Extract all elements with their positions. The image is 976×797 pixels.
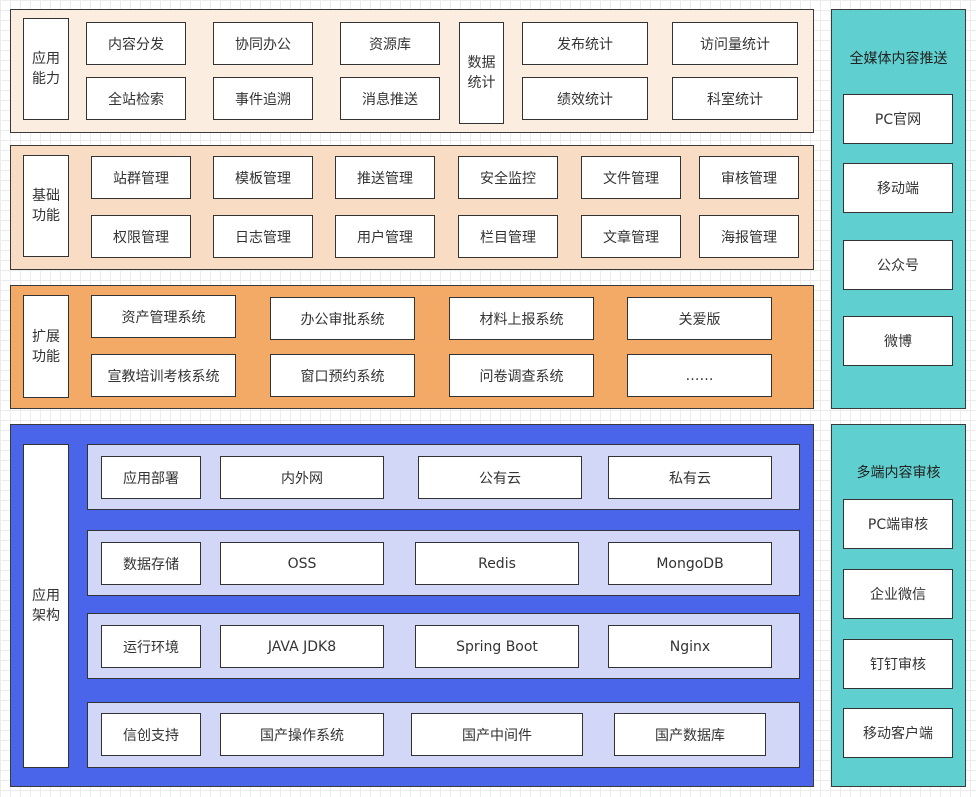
- arch-item: Nginx: [608, 625, 772, 668]
- push-item: 微博: [843, 316, 953, 366]
- architecture-label: 应用架构: [23, 444, 69, 768]
- arch-item: Spring Boot: [415, 625, 579, 668]
- basic-item: 文件管理: [581, 156, 681, 199]
- review-item: 移动客户端: [843, 708, 953, 758]
- app-item: 消息推送: [340, 77, 440, 120]
- arch-row-label: 应用部署: [101, 456, 201, 499]
- basic-item: 推送管理: [335, 156, 435, 199]
- ext-item: 窗口预约系统: [270, 354, 415, 397]
- basic-item: 日志管理: [213, 215, 313, 258]
- basic-item: 文章管理: [581, 215, 681, 258]
- arch-item: OSS: [220, 542, 384, 585]
- stats-item: 绩效统计: [522, 77, 648, 120]
- ext-item: 宣教培训考核系统: [91, 354, 236, 397]
- ext-item: 问卷调查系统: [449, 354, 594, 397]
- media-push-title: 全媒体内容推送: [849, 51, 948, 67]
- basic-item: 模板管理: [213, 156, 313, 199]
- app-item: 内容分发: [86, 22, 186, 65]
- arch-row-label: 数据存储: [101, 542, 201, 585]
- arch-item: 国产数据库: [614, 713, 766, 756]
- basic-item: 站群管理: [91, 156, 191, 199]
- extension-function-label: 扩展功能: [23, 295, 69, 398]
- basic-item: 安全监控: [458, 156, 558, 199]
- arch-item: 国产中间件: [411, 713, 583, 756]
- arch-item: 公有云: [418, 456, 582, 499]
- arch-item: JAVA JDK8: [220, 625, 384, 668]
- ext-item: 关爱版: [627, 297, 772, 340]
- basic-item: 海报管理: [699, 215, 799, 258]
- arch-item: 内外网: [220, 456, 384, 499]
- arch-row-label: 运行环境: [101, 625, 201, 668]
- basic-item: 栏目管理: [458, 215, 558, 258]
- push-item: 移动端: [843, 163, 953, 213]
- arch-row-label: 信创支持: [101, 713, 201, 756]
- stats-item: 发布统计: [522, 22, 648, 65]
- push-item: PC官网: [843, 94, 953, 144]
- ext-item: ……: [627, 354, 772, 397]
- app-item: 全站检索: [86, 77, 186, 120]
- app-capability-label: 应用能力: [23, 18, 69, 120]
- arch-item: MongoDB: [608, 542, 772, 585]
- review-item: 钉钉审核: [843, 639, 953, 689]
- app-item: 资源库: [340, 22, 440, 65]
- basic-function-label: 基础功能: [23, 155, 69, 257]
- basic-item: 权限管理: [91, 215, 191, 258]
- basic-item: 用户管理: [335, 215, 435, 258]
- arch-item: 国产操作系统: [220, 713, 384, 756]
- app-item: 协同办公: [213, 22, 313, 65]
- ext-item: 资产管理系统: [91, 295, 236, 338]
- ext-item: 办公审批系统: [270, 297, 415, 340]
- ext-item: 材料上报系统: [449, 297, 594, 340]
- review-item: 企业微信: [843, 569, 953, 619]
- basic-item: 审核管理: [699, 156, 799, 199]
- app-item: 事件追溯: [213, 77, 313, 120]
- push-item: 公众号: [843, 240, 953, 290]
- content-review-title: 多端内容审核: [856, 465, 941, 481]
- stats-item: 访问量统计: [672, 22, 798, 65]
- arch-item: Redis: [415, 542, 579, 585]
- stats-label: 数据统计: [459, 22, 504, 124]
- review-item: PC端审核: [843, 499, 953, 549]
- arch-item: 私有云: [608, 456, 772, 499]
- stats-item: 科室统计: [672, 77, 798, 120]
